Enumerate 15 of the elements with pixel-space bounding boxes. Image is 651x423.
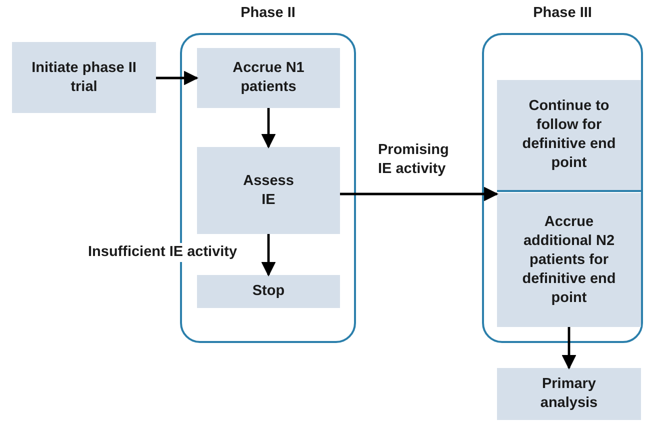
arrow [261,108,276,148]
process-box: Accrue N1 patients [197,48,340,108]
process-box: Initiate phase II trial [12,42,156,113]
process-box: Accrue additional N2 patients for definitive end point [497,193,641,327]
phase-title: Phase III [532,5,593,21]
process-box: Assess IE [197,147,340,234]
edge-label: Insufficient IE activity [88,243,238,262]
process-box: Continue to follow for definitive end point [497,80,641,192]
arrow [156,70,198,86]
arrow [340,186,498,202]
phase-title: Phase II [240,5,296,21]
arrow [261,234,276,276]
process-box: Primary analysis [497,368,641,420]
arrow [562,327,576,370]
process-box: Stop [197,275,340,308]
